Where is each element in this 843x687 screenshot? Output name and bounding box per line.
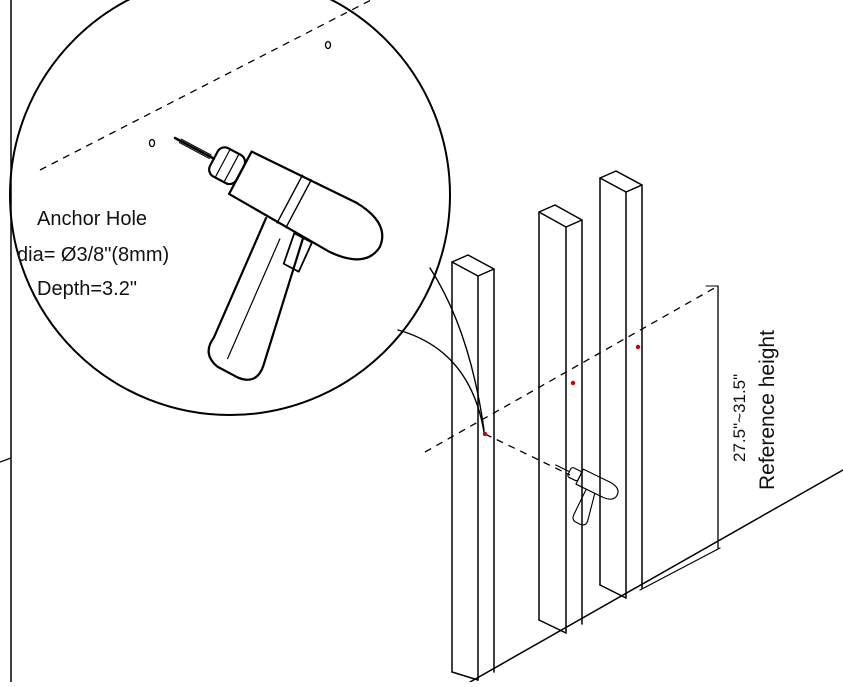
magnifier-callout	[9, 0, 451, 416]
wall-stud-2	[538, 204, 583, 634]
wall-stud-1	[451, 254, 495, 681]
anchor-hole-markers	[482, 344, 641, 437]
dimension-reference-label: Reference height	[756, 330, 779, 490]
frame-floor-edge	[0, 457, 12, 463]
drill-icon-small	[555, 464, 619, 526]
dimension-range-label: 27.5"~31.5"	[730, 374, 749, 462]
drill-icon	[173, 136, 384, 381]
callout-anchor-hole: Anchor Hole	[37, 208, 147, 230]
reference-height-line	[424, 285, 719, 453]
dimension-indicator	[705, 285, 719, 549]
floor-lines	[469, 469, 843, 683]
callout-leader-lines	[397, 267, 485, 433]
callout-diameter: dia= Ø3/8"(8mm)	[17, 244, 169, 266]
wall-stud-3	[599, 170, 643, 599]
drill-path-line	[484, 433, 571, 476]
callout-depth: Depth=3.2"	[37, 278, 137, 300]
